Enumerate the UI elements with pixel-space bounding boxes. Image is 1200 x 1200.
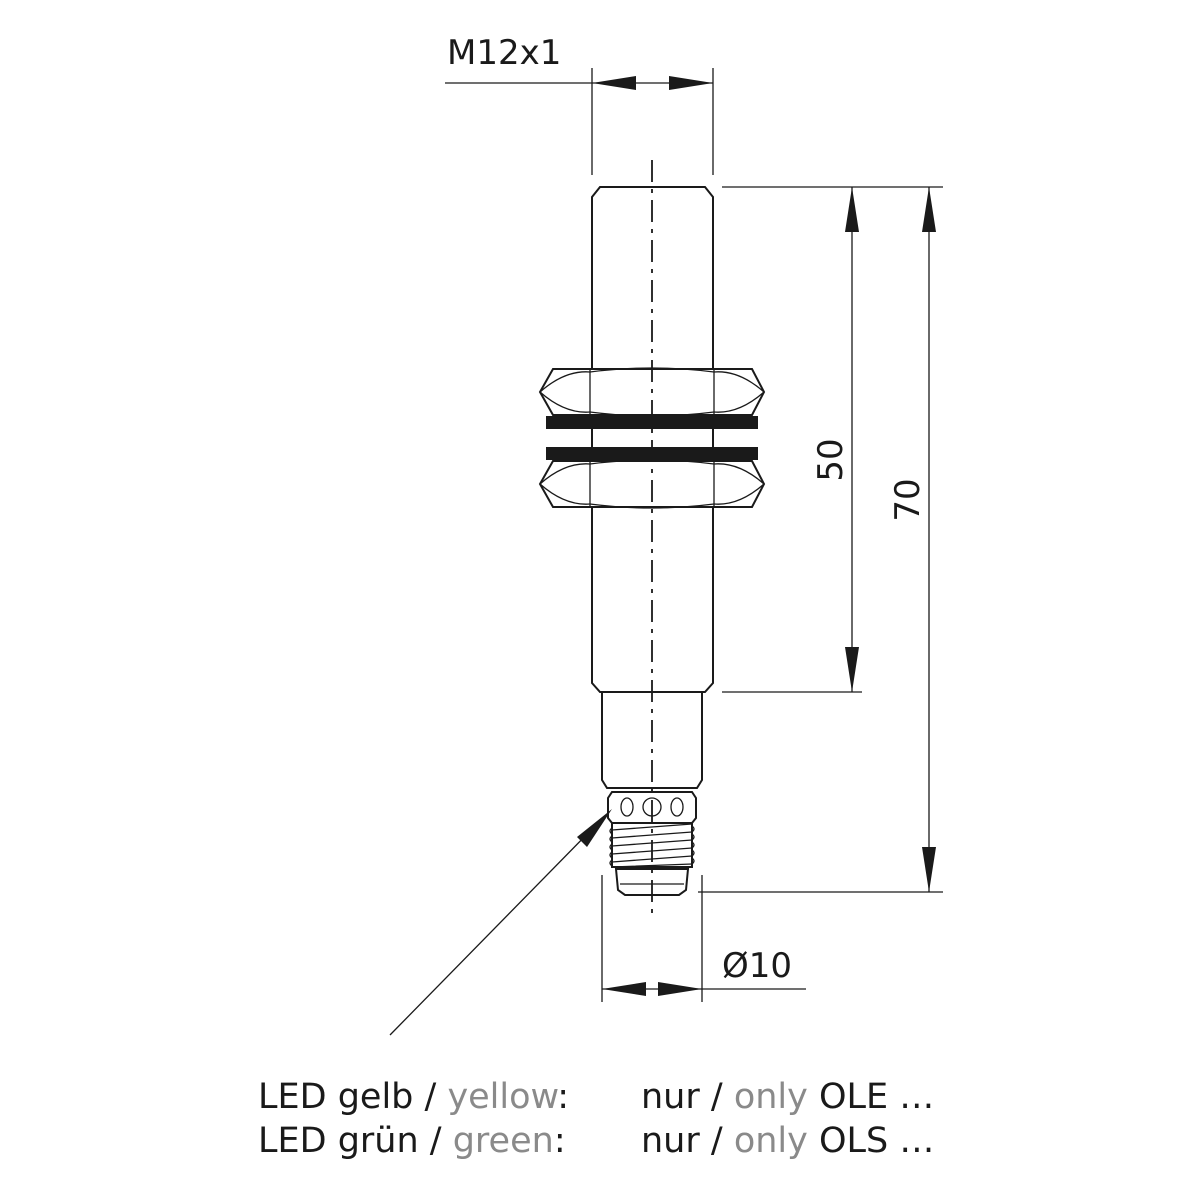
legend-model-label: nur / only OLE … bbox=[641, 1075, 934, 1119]
legend-en-text: yellow bbox=[447, 1077, 558, 1117]
diameter-dimension: Ø10 bbox=[601, 875, 806, 1002]
washer-upper bbox=[546, 416, 758, 429]
length-70-label: 70 bbox=[888, 478, 928, 521]
length-50-label: 50 bbox=[811, 438, 851, 481]
legend-led-label: LED gelb / yellow: bbox=[258, 1075, 569, 1119]
legend-model-label: nur / only OLS … bbox=[641, 1119, 934, 1163]
diameter-label: Ø10 bbox=[722, 946, 792, 986]
legend-model-name: OLE … bbox=[807, 1077, 935, 1117]
led-leader bbox=[389, 809, 612, 1036]
thread-dimension: M12x1 bbox=[445, 33, 714, 175]
legend-separator: / bbox=[413, 1077, 448, 1117]
legend-led-label: LED grün / green: bbox=[258, 1119, 566, 1163]
legend-de-text: LED gelb bbox=[258, 1077, 414, 1117]
legend-de-text: nur bbox=[641, 1077, 700, 1117]
legend-en-text: green bbox=[452, 1121, 554, 1161]
thread-label: M12x1 bbox=[447, 33, 561, 73]
legend-en-text: only bbox=[733, 1077, 808, 1117]
legend-colon: : bbox=[553, 1121, 566, 1161]
legend-en-text: only bbox=[733, 1121, 808, 1161]
legend-separator: / bbox=[699, 1077, 734, 1117]
legend-separator: / bbox=[699, 1121, 734, 1161]
legend-de-text: nur bbox=[641, 1121, 700, 1161]
legend-colon: : bbox=[557, 1077, 570, 1117]
length-dimensions: 50 70 bbox=[698, 186, 943, 893]
legend-separator: / bbox=[418, 1121, 453, 1161]
legend-de-text: LED grün bbox=[258, 1121, 419, 1161]
legend-model-name: OLS … bbox=[807, 1121, 935, 1161]
